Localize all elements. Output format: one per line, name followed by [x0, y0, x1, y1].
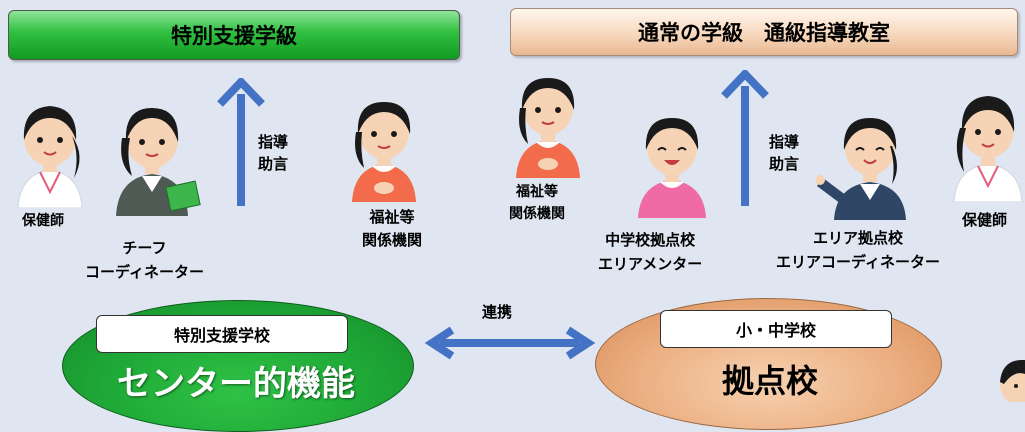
special-school-box: 特別支援学校 — [96, 315, 348, 353]
welfare-label-right: 福祉等 関係機関 — [509, 184, 565, 222]
right-up-arrow-icon — [721, 70, 769, 206]
nurse-label-right: 保健師 — [962, 211, 1008, 229]
header-left-text: 特別支援学級 — [171, 24, 297, 48]
nurse-illustration-left — [17, 106, 83, 208]
cooperation-double-arrow-icon — [424, 326, 596, 360]
nurse-illustration-right — [953, 96, 1023, 202]
center-function-text: センター的機能 — [117, 364, 355, 404]
guidance-label-left: 指導 助言 — [258, 133, 289, 173]
left-up-arrow-icon — [217, 78, 265, 206]
welfare-label-left: 福祉等 関係機関 — [362, 208, 423, 249]
area-mentor-illustration — [638, 118, 706, 218]
welfare-staff-illustration-left — [352, 102, 416, 202]
guidance-label-right: 指導 助言 — [769, 133, 800, 173]
base-school-text: 拠点校 — [721, 362, 818, 400]
welfare-staff-illustration-right — [516, 78, 580, 178]
partial-person-illustration — [1000, 360, 1025, 402]
header-right-text: 通常の学級 通級指導教室 — [638, 21, 890, 45]
chief-coordinator-label: チーフ コーディネーター — [85, 239, 204, 281]
area-coordinator-label: エリア拠点校 エリアコーディネーター — [776, 229, 940, 271]
area-coordinator-illustration — [816, 118, 906, 220]
area-mentor-label: 中学校拠点校 エリアメンター — [598, 231, 703, 273]
cooperation-label: 連携 — [482, 303, 513, 321]
header-special-support-class: 特別支援学級 — [8, 10, 460, 60]
chief-coordinator-illustration — [116, 108, 201, 216]
header-regular-class: 通常の学級 通級指導教室 — [510, 8, 1018, 56]
elementary-junior-high-box: 小・中学校 — [660, 310, 892, 348]
nurse-label-left: 保健師 — [22, 213, 64, 229]
